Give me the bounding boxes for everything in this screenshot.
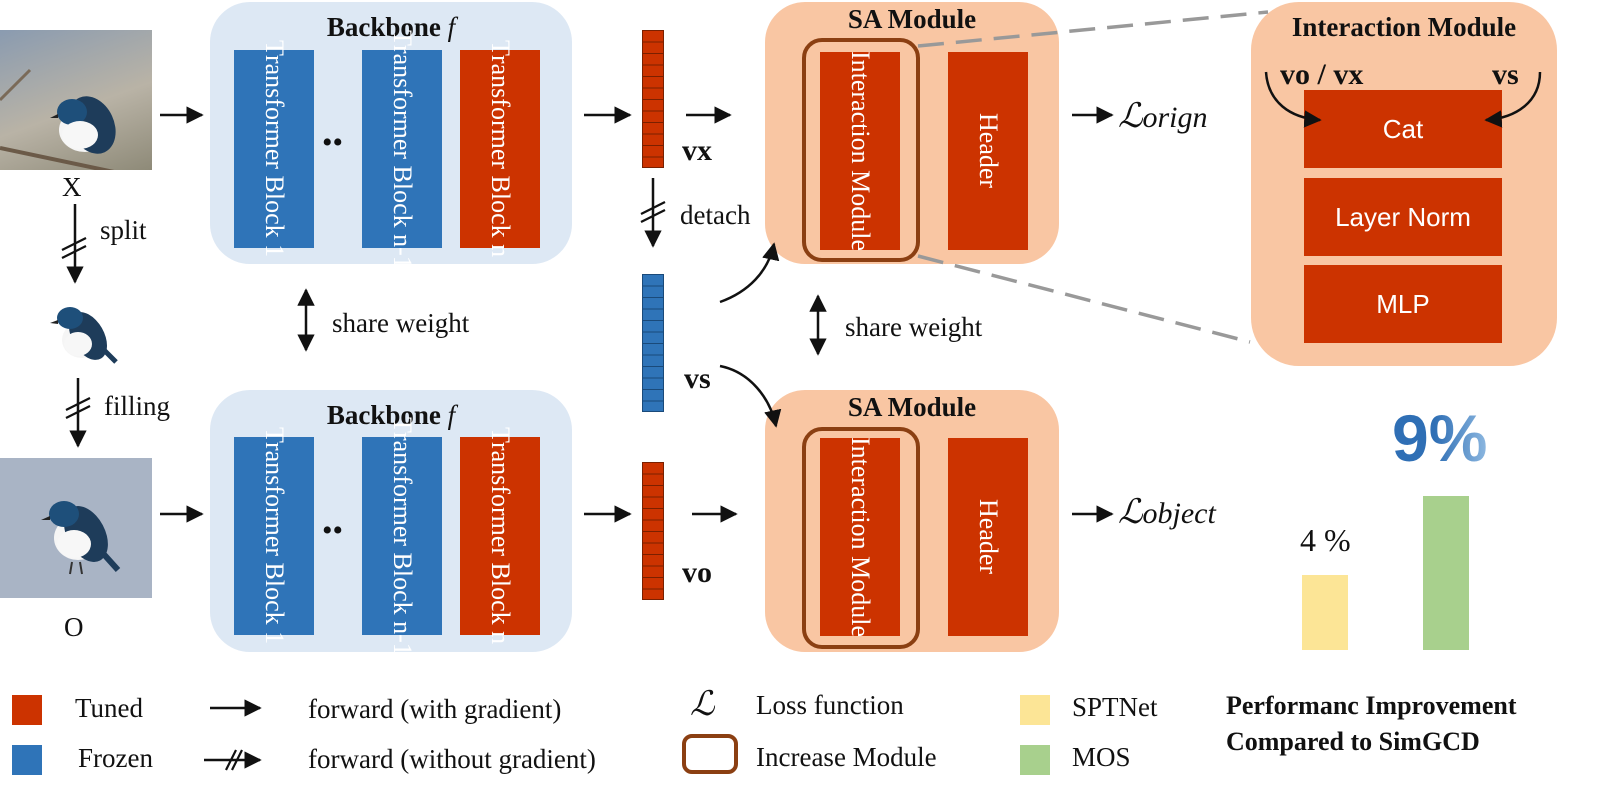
arrow-left-input-to-cat <box>1264 71 1322 128</box>
chart-title: Performanc Improvement Compared to SimGC… <box>1226 688 1516 760</box>
chart-title-line-1: Performanc Improvement <box>1226 691 1517 720</box>
legend-forward-grad-label: forward (with gradient) <box>308 694 562 724</box>
ellipsis-top: •• <box>322 126 344 159</box>
bar-mos <box>1423 496 1469 650</box>
input-image-x <box>0 30 152 170</box>
share-weight-sa-label: share weight <box>845 312 983 342</box>
nograd-mark <box>65 405 91 419</box>
legend-forward-nograd-label: forward (without gradient) <box>308 744 596 774</box>
legend-frozen-label: Frozen <box>78 743 153 773</box>
arrow-vs-to-sa-top <box>719 242 780 304</box>
backbone-bottom-title: Backbone f <box>326 400 456 430</box>
legend-tuned-label: Tuned <box>75 693 144 723</box>
vx-feature-vector <box>642 30 664 168</box>
zoom-line-top <box>917 10 1269 48</box>
header-bottom: Header <box>948 438 1028 636</box>
chart-title-line-2: Compared to SimGCD <box>1226 727 1480 756</box>
bar-sptnet <box>1302 575 1348 650</box>
sa-module-bottom-title: SA Module <box>847 392 977 422</box>
increase-module-outline-top <box>802 38 920 262</box>
input-x-label: X <box>62 172 82 202</box>
vs-feature-vector <box>642 274 664 412</box>
layer-norm-layer: Layer Norm <box>1304 178 1502 256</box>
transformer-block-n-top: Transformer Block n <box>460 40 540 258</box>
mlp-layer: MLP <box>1304 265 1502 343</box>
mos-value-label: 9% <box>1392 401 1488 475</box>
legend-arrows <box>204 699 262 771</box>
legend-loss-symbol: ℒ <box>690 686 715 723</box>
loss-orign: ℒorign <box>1118 98 1208 135</box>
legend-sptnet-swatch <box>1020 695 1050 725</box>
bird-icon <box>50 307 118 364</box>
filling-label: filling <box>104 391 170 421</box>
zoom-line-bottom <box>917 254 1251 344</box>
transformer-block-1-top: Transformer Block 1 <box>234 40 314 258</box>
input-image-o <box>0 458 152 598</box>
transformer-block-n-bottom: Transformer Block n <box>460 427 540 645</box>
nograd-mark <box>61 237 87 251</box>
header-top: Header <box>948 52 1028 250</box>
arrow-right-input-to-cat <box>1484 71 1542 128</box>
nograd-mark <box>65 397 91 411</box>
legend-increase-swatch <box>682 734 738 774</box>
nograd-mark <box>640 209 666 223</box>
increase-module-outline-bottom <box>802 427 920 649</box>
legend-tuned-swatch <box>12 695 42 725</box>
vo-feature-vector <box>642 462 664 600</box>
share-weight-backbone-label: share weight <box>332 308 470 338</box>
input-o-label: O <box>64 612 84 642</box>
vs-label: vs <box>684 362 711 395</box>
transformer-block-n-1-bottom: Transformer Block n-1 <box>362 417 442 655</box>
loss-object: ℒobject <box>1118 494 1216 531</box>
arrow-vs-to-sa-bottom <box>719 364 782 428</box>
backbone-top-title: Backbone f <box>326 12 456 42</box>
transformer-block-n-1-top: Transformer Block n-1 <box>362 30 442 268</box>
legend-sptnet-label: SPTNet <box>1072 692 1158 722</box>
cat-layer: Cat <box>1304 90 1502 168</box>
vx-label: vx <box>682 134 712 167</box>
legend-mos-label: MOS <box>1072 742 1131 772</box>
bird-icon <box>0 68 116 170</box>
split-label: split <box>100 215 147 245</box>
nograd-mark <box>640 201 666 215</box>
transformer-block-1-bottom: Transformer Block 1 <box>234 427 314 645</box>
interaction-module-detail-title: Interaction Module <box>1291 12 1517 42</box>
interaction-module-bottom: Interaction Module <box>820 437 900 637</box>
backbone-symbol: f <box>447 12 456 42</box>
legend-mos-swatch <box>1020 745 1050 775</box>
legend-loss-label: Loss function <box>756 690 904 720</box>
nograd-mark <box>61 245 87 259</box>
object-bird-image <box>40 296 120 366</box>
ellipsis-bottom: •• <box>322 514 344 547</box>
interaction-right-input-label: vs <box>1492 58 1519 91</box>
interaction-left-input-label: vo / vx <box>1280 58 1364 91</box>
bird-icon <box>41 501 121 575</box>
backbone-symbol: f <box>447 400 456 430</box>
legend-increase-label: Increase Module <box>756 742 937 772</box>
sptnet-value-label: 4 % <box>1300 522 1351 558</box>
legend-frozen-swatch <box>12 745 42 775</box>
sa-module-top-title: SA Module <box>847 4 977 34</box>
vo-label: vo <box>682 556 712 589</box>
detach-label: detach <box>680 200 751 230</box>
interaction-module-top: Interaction Module <box>820 51 900 251</box>
